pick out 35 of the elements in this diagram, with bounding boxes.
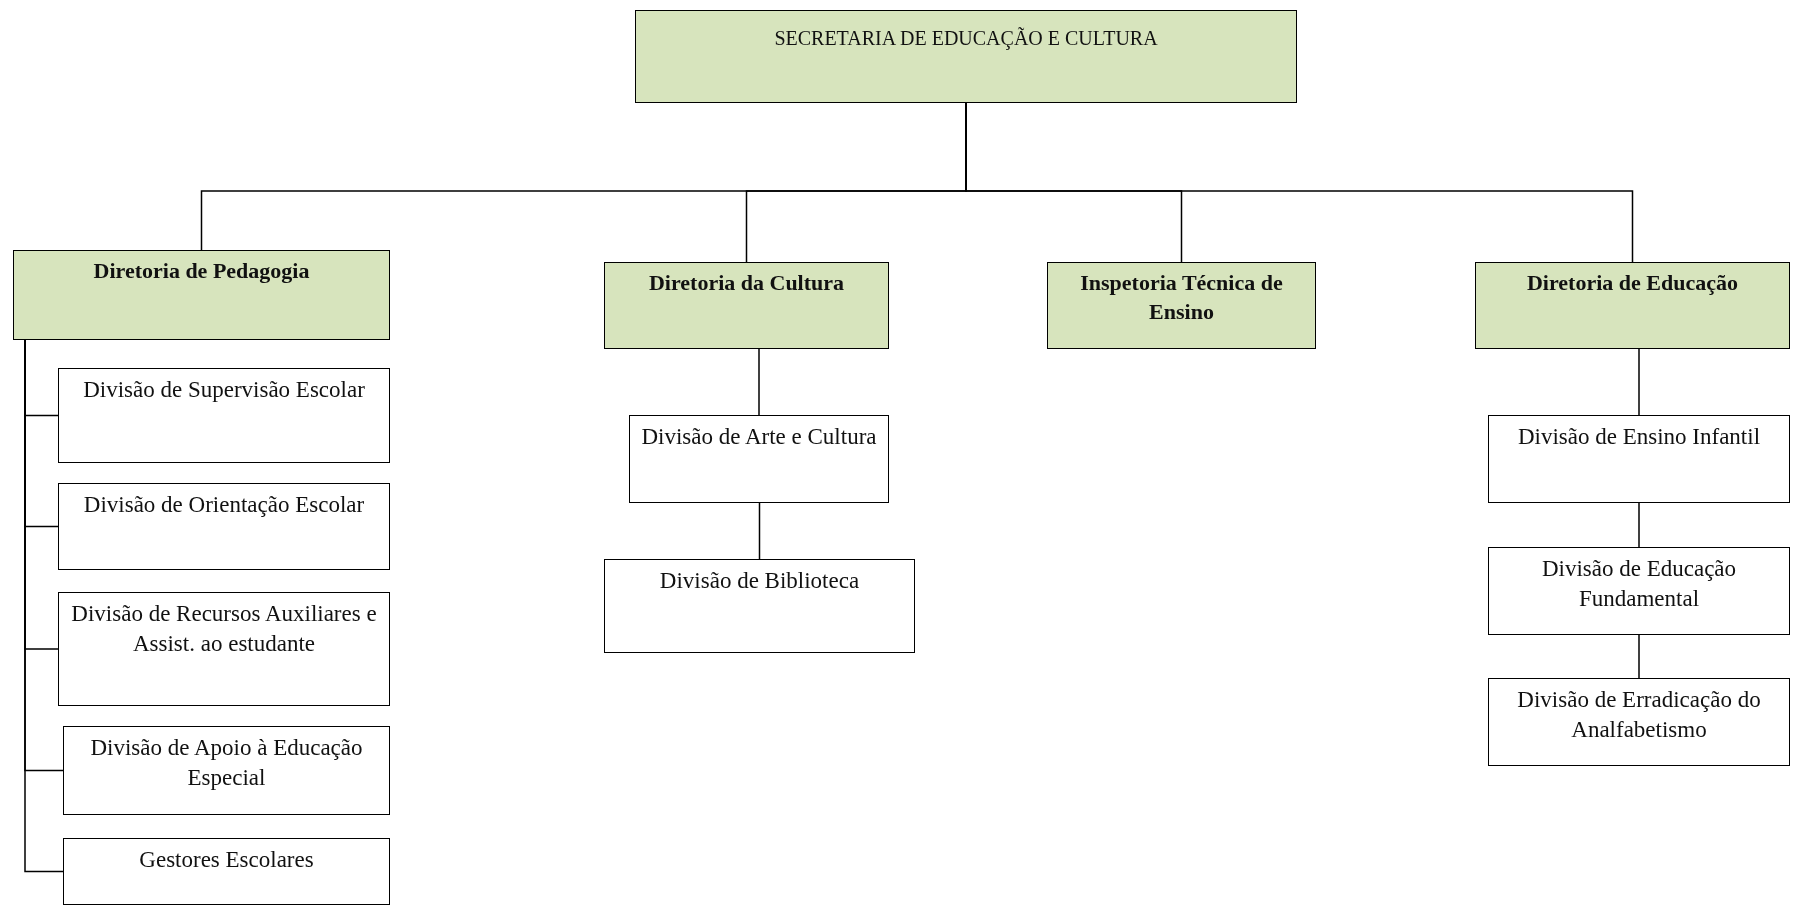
box-label: Inspetoria Técnica de Ensino [1079, 269, 1284, 326]
box-label: SECRETARIA DE EDUCAÇÃO E CULTURA [774, 26, 1158, 51]
org-box [604, 262, 889, 349]
box-label: Diretoria de Educação [1527, 269, 1738, 297]
connector-line [1638, 634, 1640, 679]
box-label: Divisão de Recursos Auxiliares e Assist. ao estudante [70, 600, 378, 658]
org-box [604, 559, 915, 653]
org-box [58, 592, 390, 706]
org-box [629, 415, 889, 503]
box-label: Diretoria de Pedagogia [93, 257, 310, 285]
org-box [1488, 415, 1790, 503]
box-label: Divisão de Erradicação do Analfabetismo [1516, 686, 1762, 744]
org-box [1047, 262, 1316, 349]
box-label: Divisão de Biblioteca [659, 567, 860, 595]
box-label: Divisão de Apoio à Educação Especial [89, 734, 364, 792]
box-label: Divisão de Orientação Escolar [83, 491, 365, 519]
org-box [58, 368, 390, 463]
org-box [63, 838, 390, 905]
org-box [63, 726, 390, 815]
org-box [1488, 678, 1790, 766]
org-box [1475, 262, 1790, 349]
org-box [58, 483, 390, 570]
org-box [13, 250, 390, 340]
box-label: Gestores Escolares [139, 846, 314, 874]
org-box [1488, 547, 1790, 635]
box-label: Divisão de Arte e Cultura [641, 423, 877, 451]
box-label: Divisão de Educação Fundamental [1540, 555, 1738, 613]
connector-line [1638, 502, 1640, 548]
org-box [635, 10, 1297, 103]
box-label: Diretoria da Cultura [648, 269, 845, 297]
connector-line [758, 348, 760, 416]
connector-line [758, 502, 761, 560]
box-label: Divisão de Supervisão Escolar [83, 376, 365, 404]
box-label: Divisão de Ensino Infantil [1517, 423, 1761, 451]
connector-line [1638, 348, 1640, 416]
